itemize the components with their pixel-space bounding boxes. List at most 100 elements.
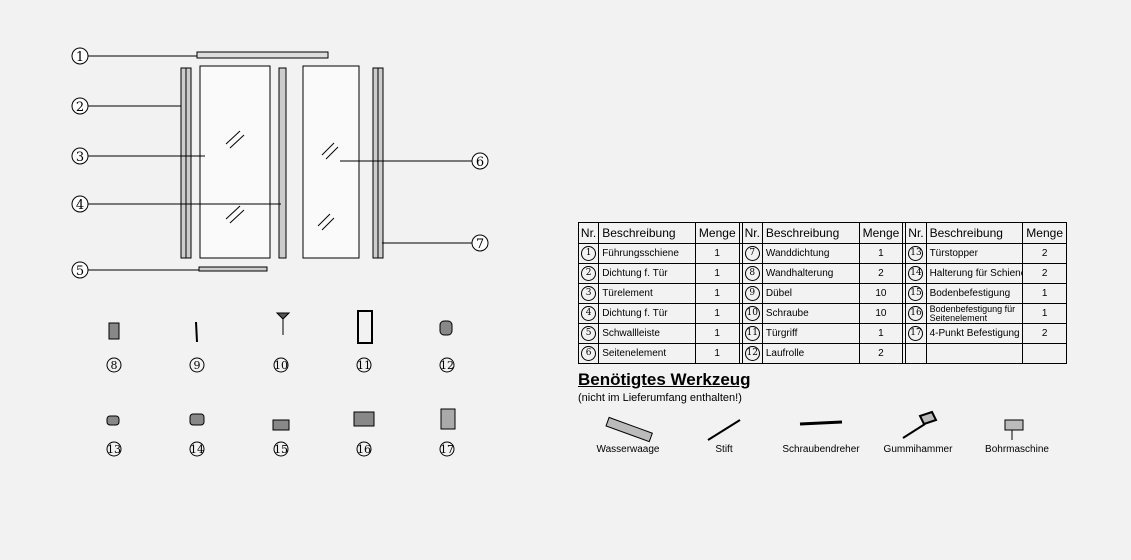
door-handle-icon	[357, 310, 373, 344]
callout-6: 6	[476, 155, 484, 170]
cell-nr: 5	[577, 323, 600, 344]
cell-description: Dübel	[761, 283, 860, 304]
part-number-badge: 15	[908, 286, 924, 301]
part-num-10: 10	[274, 359, 288, 372]
cell-description: Wanddichtung	[761, 243, 860, 264]
part-num-11: 11	[357, 359, 371, 372]
tool-label: Stift	[715, 444, 733, 455]
door-stopper-icon	[106, 415, 120, 426]
cell-description: Laufrolle	[761, 343, 860, 364]
header-desc: Beschreibung	[761, 222, 860, 244]
door-seal-right	[278, 67, 287, 259]
cell-description: Schraube	[761, 303, 860, 324]
cell-description: Türgriff	[761, 323, 860, 344]
part-num-12: 12	[440, 359, 454, 372]
cell-quantity: 1	[694, 323, 740, 344]
screwdriver-icon	[799, 420, 843, 426]
parts-table: Nr. Beschreibung Menge Nr. Beschreibung …	[577, 222, 1067, 364]
column-separator	[738, 343, 743, 364]
cell-quantity: 10	[858, 303, 904, 324]
cell-description	[925, 343, 1024, 364]
pencil-icon	[707, 419, 741, 441]
floor-fixing-icon	[272, 419, 290, 431]
four-point-fixing-icon	[440, 408, 456, 430]
cell-description: Wandhalterung	[761, 263, 860, 284]
cell-nr: 16	[905, 303, 927, 324]
cell-quantity: 1	[694, 303, 740, 324]
cell-nr: 1	[577, 243, 600, 264]
cell-nr: 15	[905, 283, 927, 304]
cell-nr: 2	[577, 263, 600, 284]
cell-nr: 14	[905, 263, 927, 284]
cell-nr: 8	[741, 263, 763, 284]
drill-icon	[1004, 419, 1024, 440]
cell-description: Bodenbefestigung	[925, 283, 1024, 304]
part-number-badge: 1	[581, 246, 597, 261]
header-nr: Nr.	[741, 222, 763, 244]
rubber-hammer-icon	[902, 410, 938, 439]
side-floor-fixing-icon	[353, 411, 375, 427]
cell-nr: 6	[577, 343, 600, 364]
cell-nr: 3	[577, 283, 600, 304]
cell-description: Dichtung f. Tür	[598, 303, 696, 324]
cell-quantity: 1	[694, 283, 740, 304]
cell-nr: 11	[741, 323, 763, 344]
part-num-13: 13	[107, 443, 121, 456]
tool-label: Gummihammer	[883, 444, 953, 455]
tools-title: Benötigtes Werkzeug	[578, 370, 751, 389]
header-nr: Nr.	[577, 222, 600, 244]
cell-quantity: 1	[1022, 303, 1067, 324]
cell-nr: 4	[577, 303, 600, 324]
header-qty: Menge	[858, 222, 904, 244]
cell-description: Schwallleiste	[598, 323, 696, 344]
dowel-icon	[195, 321, 198, 343]
cell-description: 4-Punkt Befestigung	[925, 323, 1024, 344]
header-nr: Nr.	[905, 222, 927, 244]
cell-nr: 9	[741, 283, 763, 304]
part-num-14: 14	[190, 443, 204, 456]
header-qty: Menge	[1022, 222, 1067, 244]
part-number-badge: 9	[744, 286, 760, 301]
cell-quantity: 2	[1022, 243, 1067, 264]
cell-description: Türstopper	[925, 243, 1024, 264]
header-qty: Menge	[694, 222, 740, 244]
tool-label: Wasserwaage	[596, 444, 660, 455]
part-number-badge: 11	[744, 326, 760, 341]
cell-quantity: 2	[1022, 263, 1067, 284]
part-number-badge: 8	[744, 266, 760, 281]
cell-nr: 7	[741, 243, 763, 264]
cell-quantity: 1	[858, 243, 904, 264]
tool-label: Bohrmaschine	[985, 444, 1049, 455]
side-panel	[302, 65, 360, 259]
cell-quantity: 1	[694, 243, 740, 264]
cell-quantity: 10	[858, 283, 904, 304]
callout-1: 1	[76, 50, 84, 65]
cell-description: Türelement	[598, 283, 696, 304]
part-number-badge: 16	[908, 306, 924, 321]
part-number-badge: 14	[908, 266, 924, 281]
part-number-badge: 12	[744, 346, 760, 361]
spirit-level-icon	[605, 416, 653, 443]
callout-3: 3	[76, 150, 84, 165]
cell-quantity: 1	[694, 263, 740, 284]
cell-quantity: 1	[858, 323, 904, 344]
header-desc: Beschreibung	[925, 222, 1024, 244]
cell-nr: 10	[741, 303, 763, 324]
part-number-badge: 4	[581, 306, 597, 321]
cell-description: Dichtung f. Tür	[598, 263, 696, 284]
guide-rail	[196, 51, 329, 59]
cell-description: Seitenelement	[598, 343, 696, 364]
tool-label: Schraubendreher	[782, 444, 860, 455]
roller-icon	[439, 320, 453, 336]
callout-7: 7	[476, 237, 484, 252]
cell-nr: 12	[741, 343, 763, 364]
part-num-17: 17	[440, 443, 454, 456]
cell-quantity: 1	[694, 343, 740, 364]
part-num-15: 15	[274, 443, 288, 456]
